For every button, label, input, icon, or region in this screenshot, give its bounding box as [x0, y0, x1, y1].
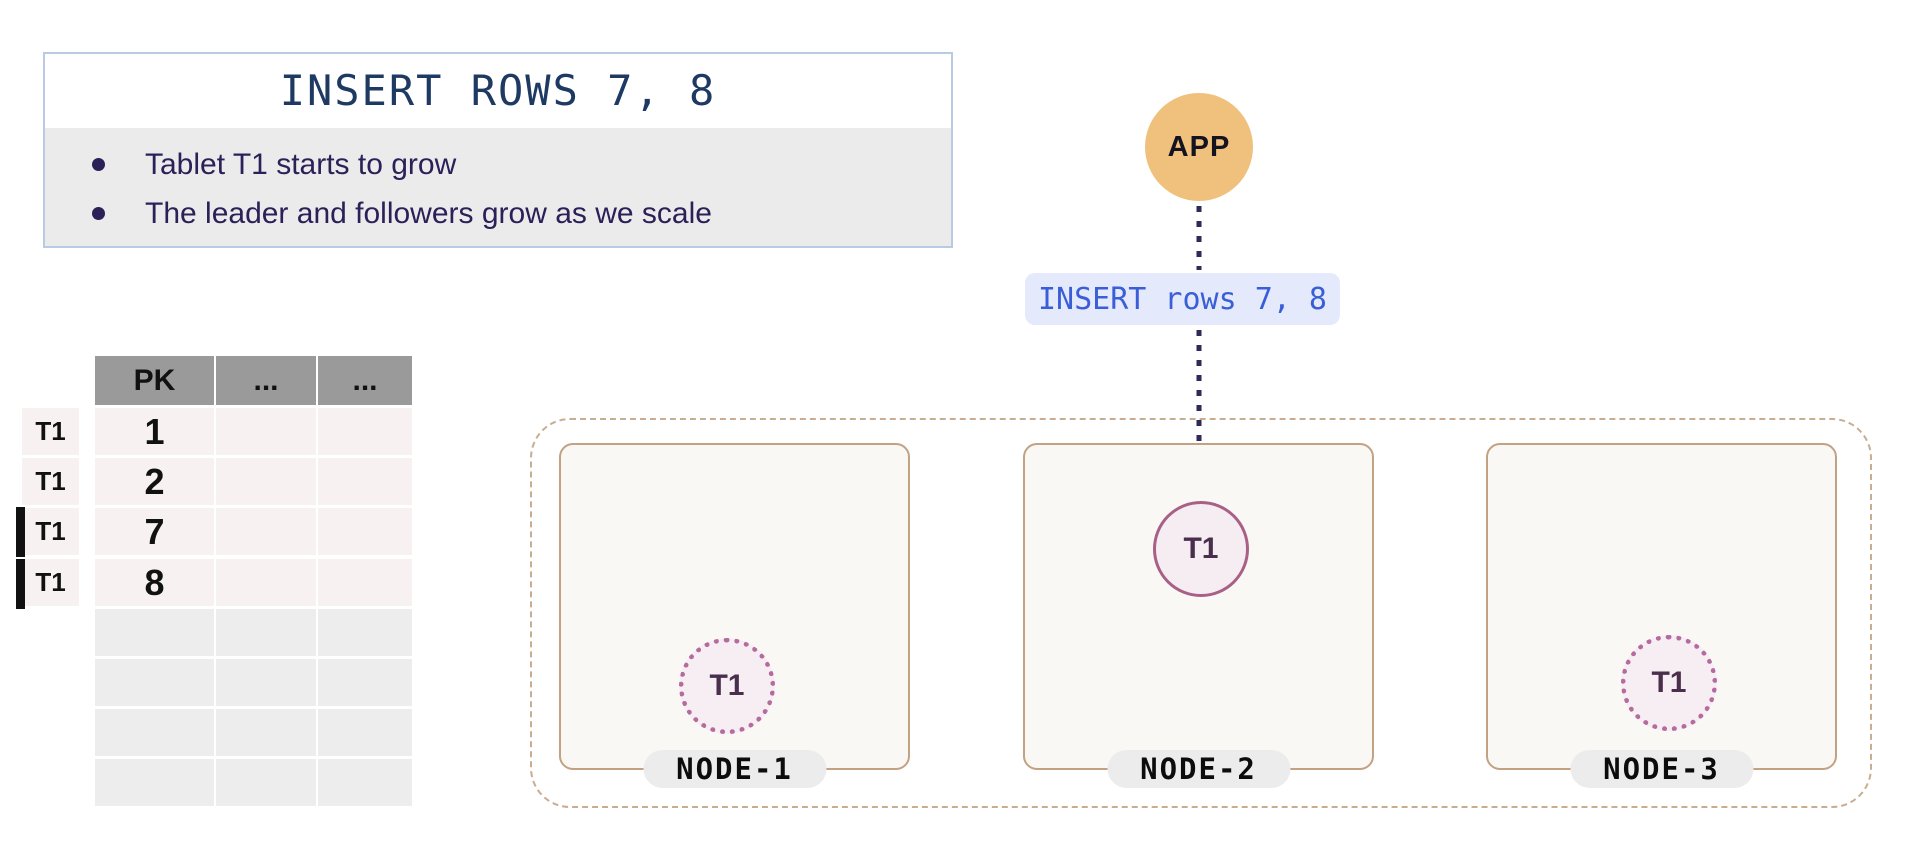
query-label: INSERT rows 7, 8 — [1025, 273, 1340, 325]
info-box-title: INSERT ROWS 7, 8 — [279, 65, 717, 115]
table-empty-row — [95, 709, 412, 756]
table-empty-row — [95, 759, 412, 806]
new-row-marker-bar — [16, 559, 25, 609]
empty-cell — [216, 458, 316, 505]
bullet-text: The leader and followers grow as we scal… — [145, 196, 712, 230]
pk-cell: 7 — [95, 508, 214, 555]
info-box-bullets: Tablet T1 starts to grow The leader and … — [45, 128, 951, 246]
pk-cell: 2 — [95, 458, 214, 505]
empty-cell — [318, 408, 412, 455]
new-row-marker-bar — [16, 507, 25, 557]
empty-cell — [216, 559, 316, 606]
node-box-2: T1 NODE-2 — [1023, 443, 1374, 788]
bullet-icon — [92, 158, 105, 171]
empty-cell — [216, 508, 316, 555]
empty-cell — [216, 408, 316, 455]
tablet-tag-row8: T1 — [22, 559, 79, 606]
table-row: 8 — [95, 559, 412, 606]
empty-cell — [318, 458, 412, 505]
tablet-tag-row7: T1 — [22, 508, 79, 555]
node-label: NODE-2 — [1107, 750, 1290, 788]
bullet-text: Tablet T1 starts to grow — [145, 147, 457, 181]
table-header-pk: PK — [95, 356, 214, 405]
table-row: 1 — [95, 408, 412, 455]
table-header-ellipsis: ... — [318, 356, 412, 405]
tablet-tag-row2: T1 — [22, 458, 79, 505]
tablet-leader: T1 — [1153, 501, 1249, 597]
table-row: 2 — [95, 458, 412, 505]
bullet-item: The leader and followers grow as we scal… — [92, 189, 951, 238]
info-box: INSERT ROWS 7, 8 Tablet T1 starts to gro… — [43, 52, 953, 248]
node-label: NODE-3 — [1570, 750, 1753, 788]
node-label: NODE-1 — [643, 750, 826, 788]
empty-cell — [318, 508, 412, 555]
bullet-item: Tablet T1 starts to grow — [92, 140, 951, 189]
app-node: APP — [1145, 93, 1253, 201]
node-box-3: T1 NODE-3 — [1486, 443, 1837, 788]
bullet-icon — [92, 207, 105, 220]
data-table: PK ... ... T1 T1 T1 T1 1 2 7 8 — [16, 356, 416, 811]
table-row: 7 — [95, 508, 412, 555]
cluster-container: T1 NODE-1 T1 NODE-2 T1 NODE-3 — [530, 418, 1872, 808]
table-header-row: PK ... ... — [95, 356, 412, 405]
node-box-1: T1 NODE-1 — [559, 443, 910, 788]
table-empty-row — [95, 659, 412, 706]
empty-cell — [318, 559, 412, 606]
tablet-follower: T1 — [679, 638, 775, 734]
pk-cell: 8 — [95, 559, 214, 606]
table-empty-row — [95, 609, 412, 656]
tablet-follower: T1 — [1621, 635, 1717, 731]
tablet-tag-row1: T1 — [22, 408, 79, 455]
pk-cell: 1 — [95, 408, 214, 455]
table-header-ellipsis: ... — [216, 356, 316, 405]
